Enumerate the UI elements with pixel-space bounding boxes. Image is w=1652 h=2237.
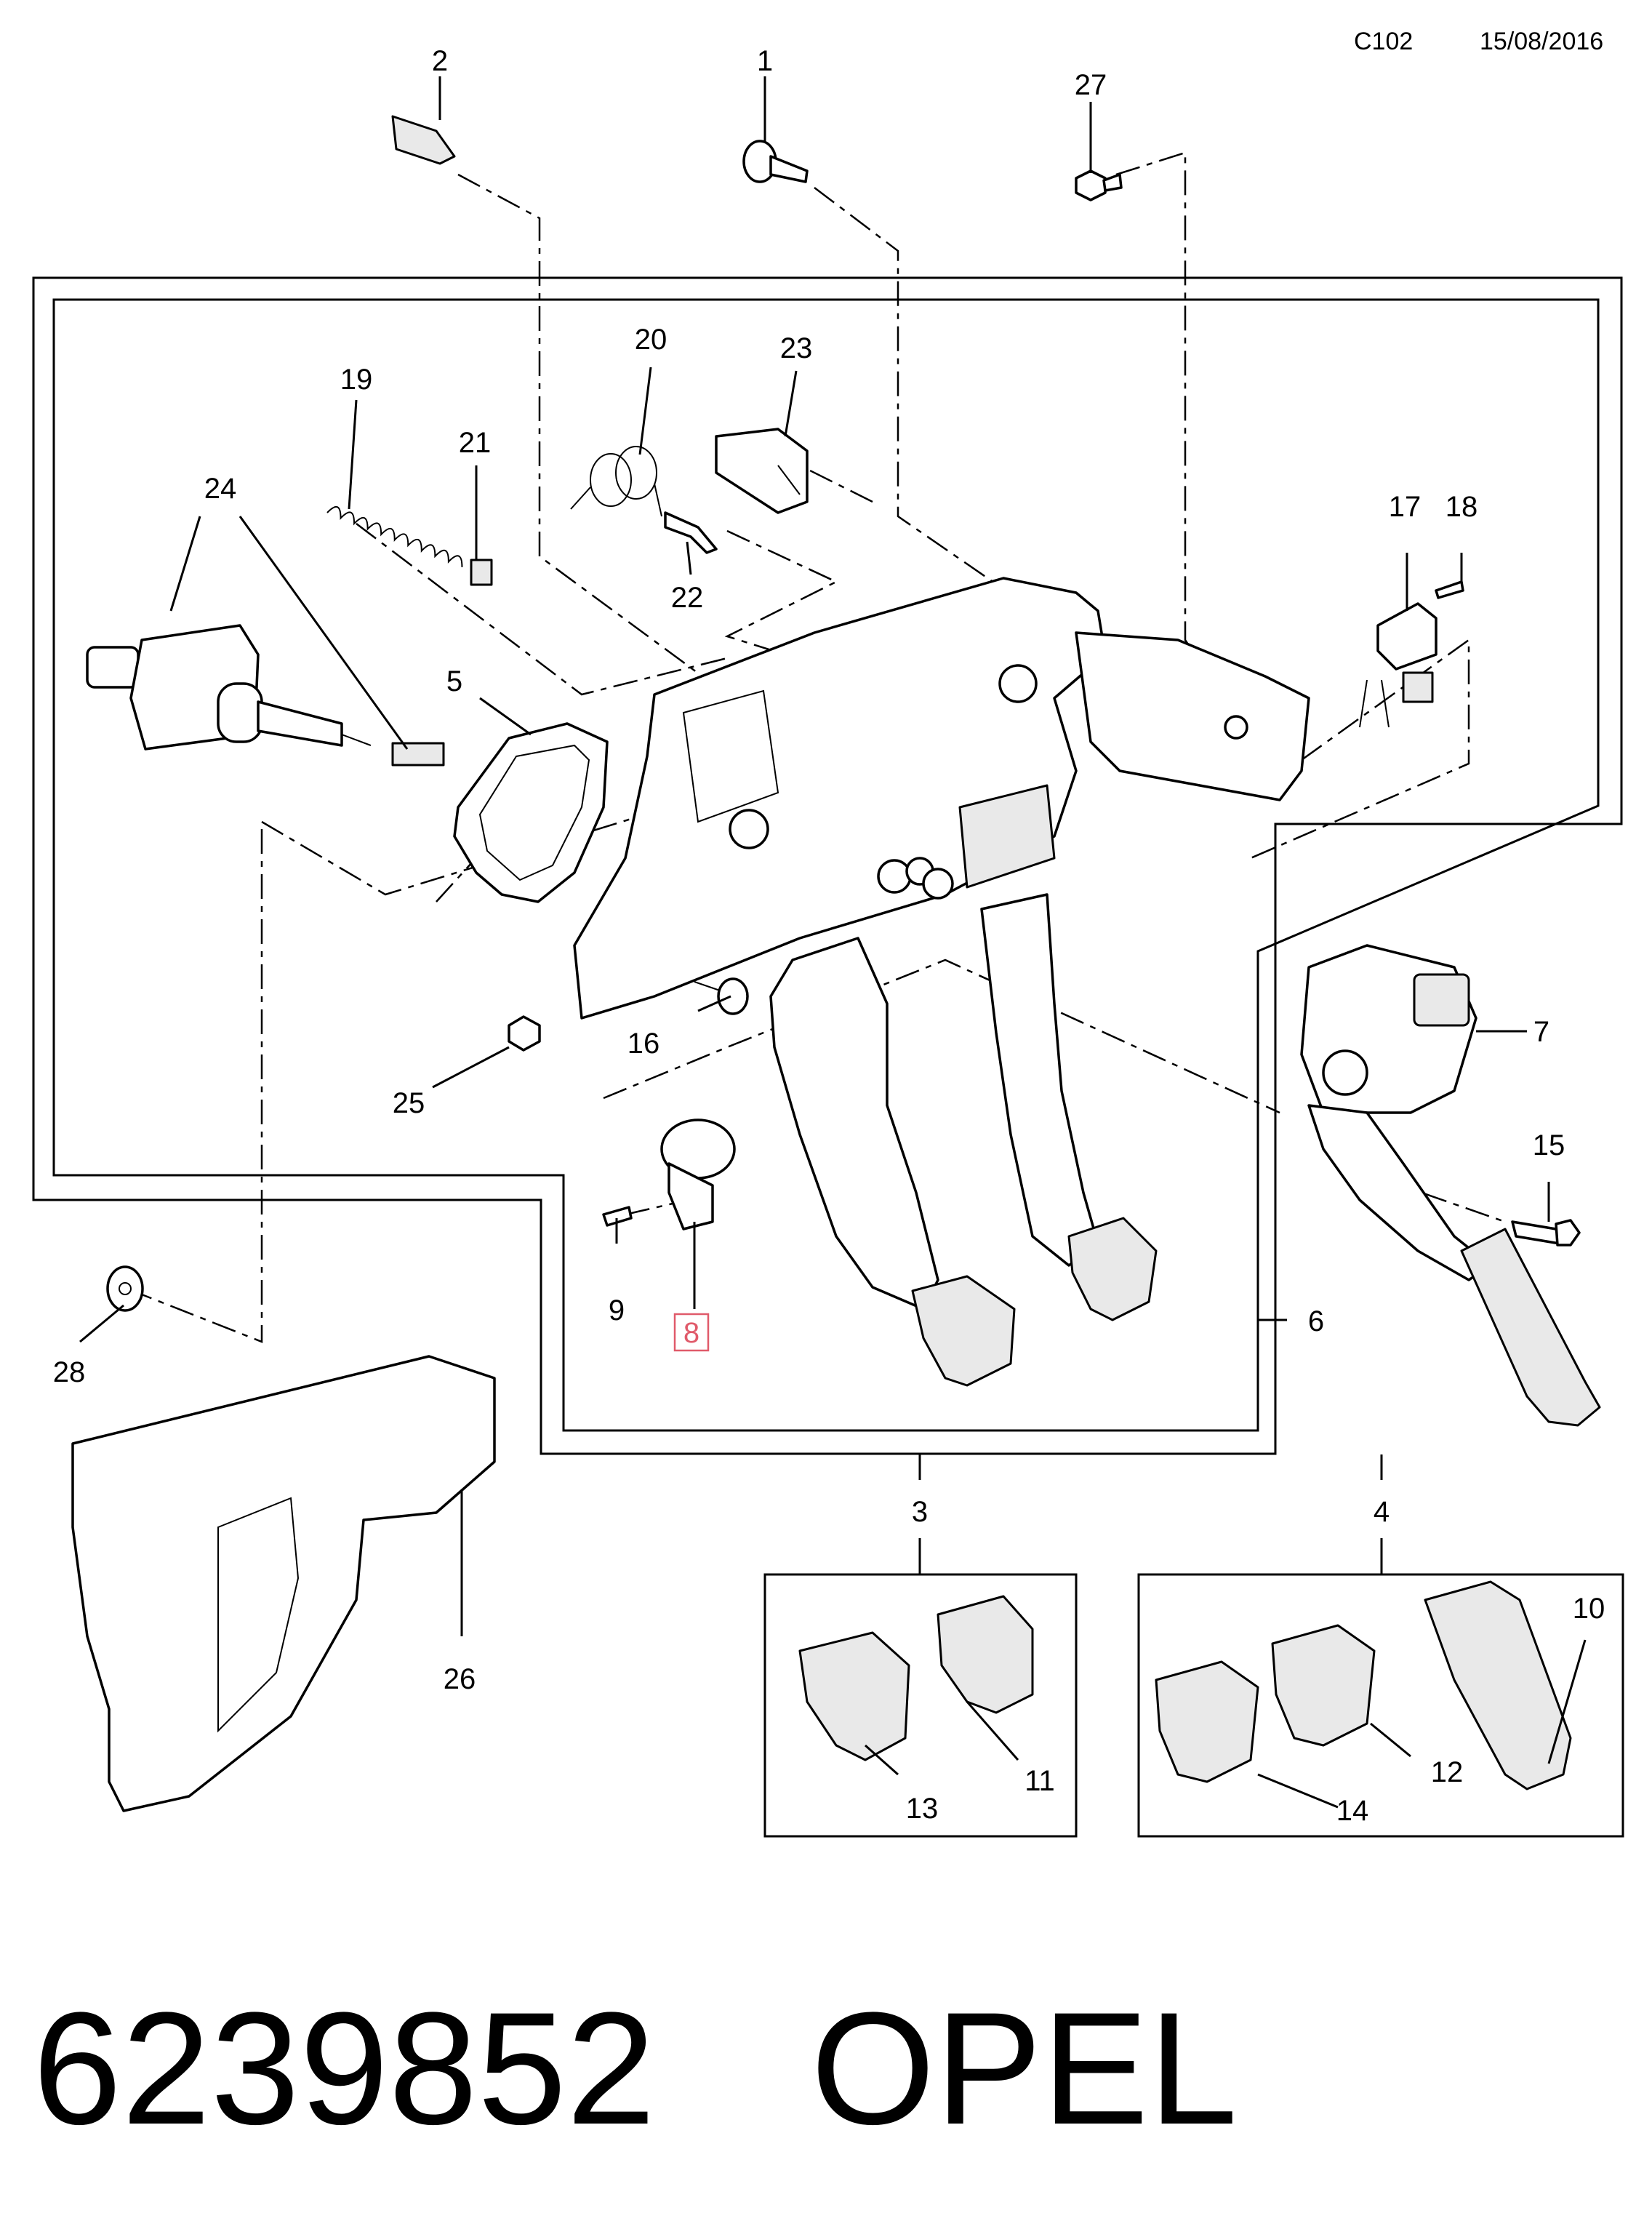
diagram-date: 15/08/2016 <box>1480 28 1603 55</box>
part-8-switch <box>660 1118 736 1230</box>
label-21: 21 <box>459 427 492 459</box>
brand-name: OPEL <box>811 1979 1238 2158</box>
pad-13 <box>798 1631 910 1761</box>
clutch-pedal <box>769 937 1016 1387</box>
part-21-clip <box>470 559 493 586</box>
part-7-accelerator-module <box>1300 944 1477 1114</box>
pad-11 <box>937 1595 1034 1714</box>
label-12: 12 <box>1431 1756 1464 1788</box>
pad-12 <box>1271 1624 1376 1747</box>
brake-pedal <box>980 893 1158 1321</box>
label-4: 4 <box>1374 1496 1390 1528</box>
pad-14 <box>1155 1660 1259 1783</box>
pedal-bracket <box>573 577 1310 1020</box>
label-24: 24 <box>204 473 237 505</box>
part-22-clip <box>664 511 718 554</box>
part-24-master-cylinder <box>86 624 445 767</box>
part-9-screw <box>602 1206 633 1227</box>
label-6: 6 <box>1308 1305 1324 1337</box>
part-16-pin <box>694 977 749 1015</box>
label-8: 8 <box>683 1317 699 1349</box>
inner-frame <box>52 298 1600 1432</box>
label-11: 11 <box>1025 1765 1055 1797</box>
part-19-spring <box>326 505 463 567</box>
label-25: 25 <box>393 1087 425 1119</box>
label-20: 20 <box>635 324 667 356</box>
label-5: 5 <box>446 665 462 697</box>
part-17-sensor <box>1359 602 1438 728</box>
label-13: 13 <box>906 1793 939 1825</box>
label-26: 26 <box>444 1663 476 1695</box>
part-2-clip <box>391 115 456 165</box>
label-10: 10 <box>1573 1593 1605 1625</box>
part-28-nut <box>106 1265 144 1312</box>
label-16: 16 <box>627 1028 660 1060</box>
outer-frame <box>32 276 1623 1455</box>
callout-labels: 1 2 3 4 5 6 7 8 9 10 11 12 13 14 15 16 1… <box>53 45 1605 1827</box>
label-1: 1 <box>757 45 773 77</box>
label-17: 17 <box>1389 491 1422 523</box>
label-27: 27 <box>1075 69 1107 101</box>
part-18-screw <box>1435 580 1464 599</box>
label-23: 23 <box>780 332 813 364</box>
label-7: 7 <box>1533 1016 1549 1048</box>
label-28: 28 <box>53 1356 86 1388</box>
part-1-bolt <box>742 140 809 183</box>
part-20-spring <box>570 446 662 517</box>
label-15: 15 <box>1533 1129 1565 1161</box>
label-2: 2 <box>432 45 448 77</box>
label-19: 19 <box>340 364 373 396</box>
label-18: 18 <box>1446 491 1478 523</box>
label-8-highlight-box <box>673 1313 710 1352</box>
part-15-bolt <box>1511 1219 1581 1246</box>
label-22: 22 <box>671 582 704 614</box>
label-leaders <box>79 76 1587 1809</box>
box-connectors <box>918 1454 1383 1574</box>
part-23-switch <box>715 428 809 514</box>
diagram-code: C102 <box>1354 28 1413 55</box>
pad-10 <box>1424 1580 1572 1790</box>
part-number: 6239852 <box>33 1979 655 2158</box>
part-27-bolt <box>1075 169 1123 201</box>
part-5-gasket <box>453 722 609 903</box>
accelerator-pedal <box>1307 1104 1601 1427</box>
part-25-nut <box>508 1015 541 1052</box>
label-9: 9 <box>609 1294 625 1326</box>
part-26-cover <box>71 1355 496 1812</box>
label-3: 3 <box>912 1496 928 1528</box>
label-14: 14 <box>1336 1795 1369 1827</box>
